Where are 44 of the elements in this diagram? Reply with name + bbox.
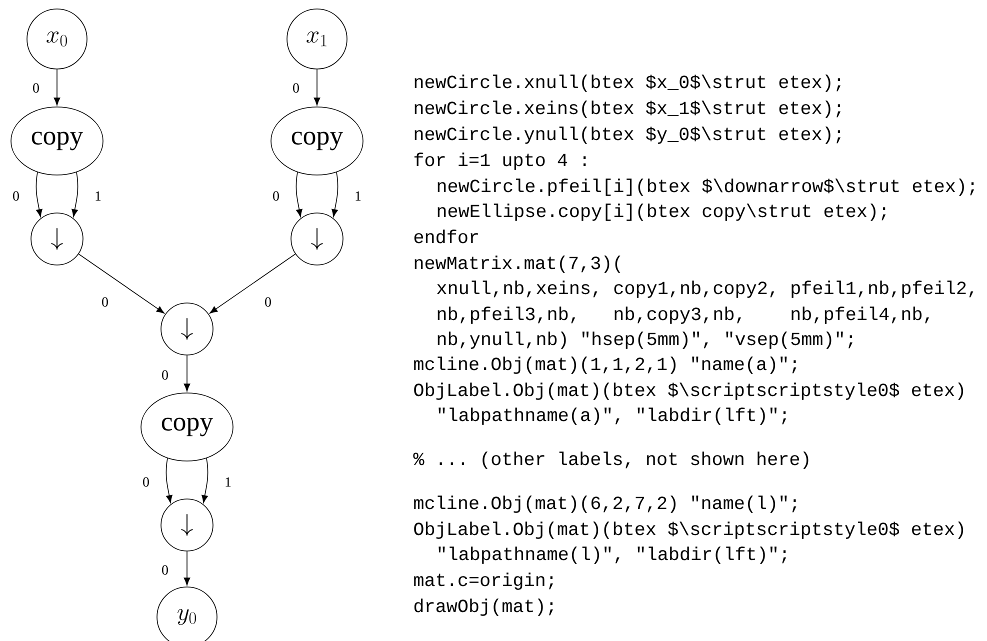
- code-line: nb,ynull,nb) "hsep(5mm)", "vsep(5mm)";: [438, 332, 852, 349]
- edge-label: 0: [142, 476, 150, 488]
- edge-label: 0: [160, 369, 170, 381]
- arrow: [332, 172, 338, 218]
- arrow: [54, 69, 60, 106]
- code-line: newEllipse.copy[i](btex copy\strut etex);: [438, 204, 886, 221]
- arrow: [166, 458, 172, 504]
- code-line: "labpathname(a)", "labdir(lft)";: [438, 408, 786, 425]
- code-line: endfor: [414, 230, 478, 244]
- edge-label: 0: [32, 82, 40, 94]
- code-line: newMatrix.mat(7,3)(: [414, 256, 620, 273]
- code-line: ObjLabel.Obj(mat)(btex $\scriptscriptstyle0$ etex): [414, 522, 964, 539]
- code-line: xnull,nb,xeins, copy1,nb,copy2, pfeil1,nb,pfeil2,: [437, 280, 974, 298]
- code-line: for i=1 upto 4 :: [414, 152, 586, 170]
- arrow: [184, 551, 190, 586]
- edge-label: 0: [160, 564, 170, 576]
- edge-label: 0: [272, 190, 280, 202]
- arrow: [78, 254, 164, 314]
- edge-label: 1: [94, 190, 102, 202]
- arrow: [72, 172, 78, 218]
- edge-label: 0: [264, 296, 272, 308]
- code-line: nb,pfeil3,nb, nb,copy3,nb, nb,pfeil4,nb,: [438, 306, 930, 324]
- code-line: newCircle.ynull(btex $y_0$\strut etex);: [414, 126, 840, 144]
- edge-label: 0: [292, 82, 300, 94]
- code-line: mat.c=origin;: [414, 572, 553, 590]
- arrow: [296, 172, 302, 218]
- edge-label: 0: [100, 296, 110, 308]
- code-line: "labpathname(l)", "labdir(lft)";: [438, 546, 786, 564]
- code-line: newCircle.xnull(btex $x_0$\strut etex);: [414, 74, 840, 92]
- code-line: mcline.Obj(mat)(6,2,7,2) "name(l)";: [414, 496, 796, 513]
- code-line: % ... (other labels, not shown here): [413, 452, 808, 469]
- arrow: [210, 254, 296, 314]
- arrow: [314, 69, 320, 106]
- arrow: [184, 355, 190, 392]
- code-line: mcline.Obj(mat)(1,1,2,1) "name(a)";: [414, 356, 796, 374]
- code-line: drawObj(mat);: [414, 598, 553, 616]
- code-line: newCircle.xeins(btex $x_1$\strut etex);: [414, 100, 840, 118]
- edge-label: 0: [12, 190, 20, 202]
- arrow: [202, 458, 208, 504]
- arrow: [36, 172, 42, 218]
- code-line: ObjLabel.Obj(mat)(btex $\scriptscriptstyle0$ etex): [414, 382, 964, 400]
- edge-label: 1: [354, 190, 362, 202]
- code-line: newCircle.pfeil[i](btex $\downarrow$\strut etex);: [438, 178, 974, 196]
- edge-label: 1: [224, 476, 232, 488]
